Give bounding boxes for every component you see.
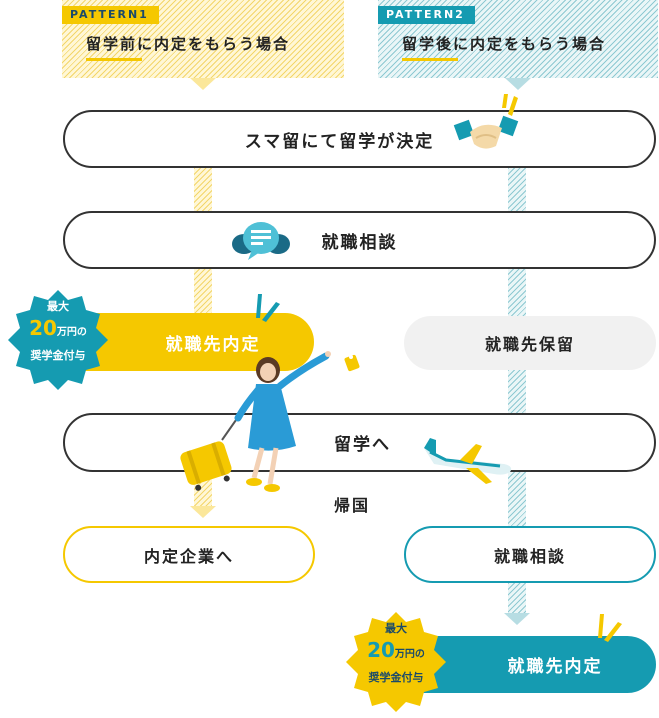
pattern2-header: PATTERN2 留学後に内定をもらう場合 (378, 0, 658, 78)
badge-p2-amount: 20 (367, 638, 395, 662)
flow-line-p1-2 (194, 268, 212, 314)
step-study-abroad: 留学へ (63, 413, 656, 472)
step-decision: スマ留にて留学が決定 (63, 110, 656, 168)
luggage-tag-icon (344, 354, 360, 372)
pattern2-underline (402, 58, 458, 61)
scholarship-badge-p1-shape (8, 290, 108, 390)
handshake-icon (453, 94, 519, 149)
step-offer-p1-label: 就職先内定 (165, 334, 261, 355)
pattern1-header-arrow (190, 78, 216, 90)
badge-p1-amount: 20 (29, 316, 57, 340)
badge-p2-line1: 最大 (385, 622, 407, 635)
pattern2-tag: PATTERN2 (378, 6, 475, 24)
pattern2-header-arrow (505, 78, 531, 90)
step-consult: 就職相談 (63, 211, 656, 269)
scholarship-badge-p2-shape (346, 612, 446, 712)
scholarship-badge-p1: 最大 20万円の 奨学金付与 (6, 296, 110, 363)
step-study-abroad-label: 留学へ (334, 435, 391, 455)
flow-line-p2-1 (508, 168, 526, 212)
chat-bubbles-icon (232, 222, 290, 260)
badge-p1-line3: 奨学金付与 (30, 349, 86, 362)
airplane-icon (424, 438, 512, 484)
flow-line-p2-3 (508, 370, 526, 414)
badge-p2-line3: 奨学金付与 (368, 671, 424, 684)
scholarship-badge-p2: 最大 20万円の 奨学金付与 (344, 618, 448, 685)
step-offer-p2-label: 就職先内定 (507, 657, 603, 677)
step-to-company-label: 内定企業へ (143, 546, 234, 566)
badge-p2-unit: 万円の (394, 649, 425, 660)
woman-traveler-illustration (180, 351, 331, 492)
flow-line-p2-2 (508, 268, 526, 316)
step-hold-p2-label: 就職先保留 (484, 335, 575, 354)
sparkle-icon (256, 294, 280, 322)
pattern1-underline (86, 58, 142, 61)
step-to-company: 内定企業へ (63, 526, 315, 583)
step-consult-p2: 就職相談 (404, 526, 656, 583)
flow-arrow-p1 (190, 506, 216, 518)
step-hold-p2: 就職先保留 (404, 316, 656, 370)
flow-line-p2-5 (508, 583, 526, 615)
flow-arrow-p2 (504, 613, 530, 625)
step-decision-label: スマ留にて留学が決定 (244, 131, 435, 152)
pattern2-title: 留学後に内定をもらう場合 (402, 35, 607, 53)
pattern1-header: PATTERN1 留学前に内定をもらう場合 (62, 0, 344, 78)
step-consult-p2-label: 就職相談 (493, 546, 566, 566)
step-consult-label: 就職相談 (321, 232, 398, 253)
badge-p1-line1: 最大 (47, 300, 69, 313)
sparkle-icon-p2 (598, 614, 622, 642)
step-offer-p2: 就職先内定 (404, 636, 656, 693)
step-return-home: 帰国 (334, 496, 371, 515)
flow-line-p2-4 (508, 472, 526, 526)
flow-line-p1-1 (194, 168, 212, 212)
badge-p1-unit: 万円の (56, 327, 87, 338)
pattern1-tag: PATTERN1 (62, 6, 159, 24)
pattern1-title: 留学前に内定をもらう場合 (86, 35, 291, 53)
